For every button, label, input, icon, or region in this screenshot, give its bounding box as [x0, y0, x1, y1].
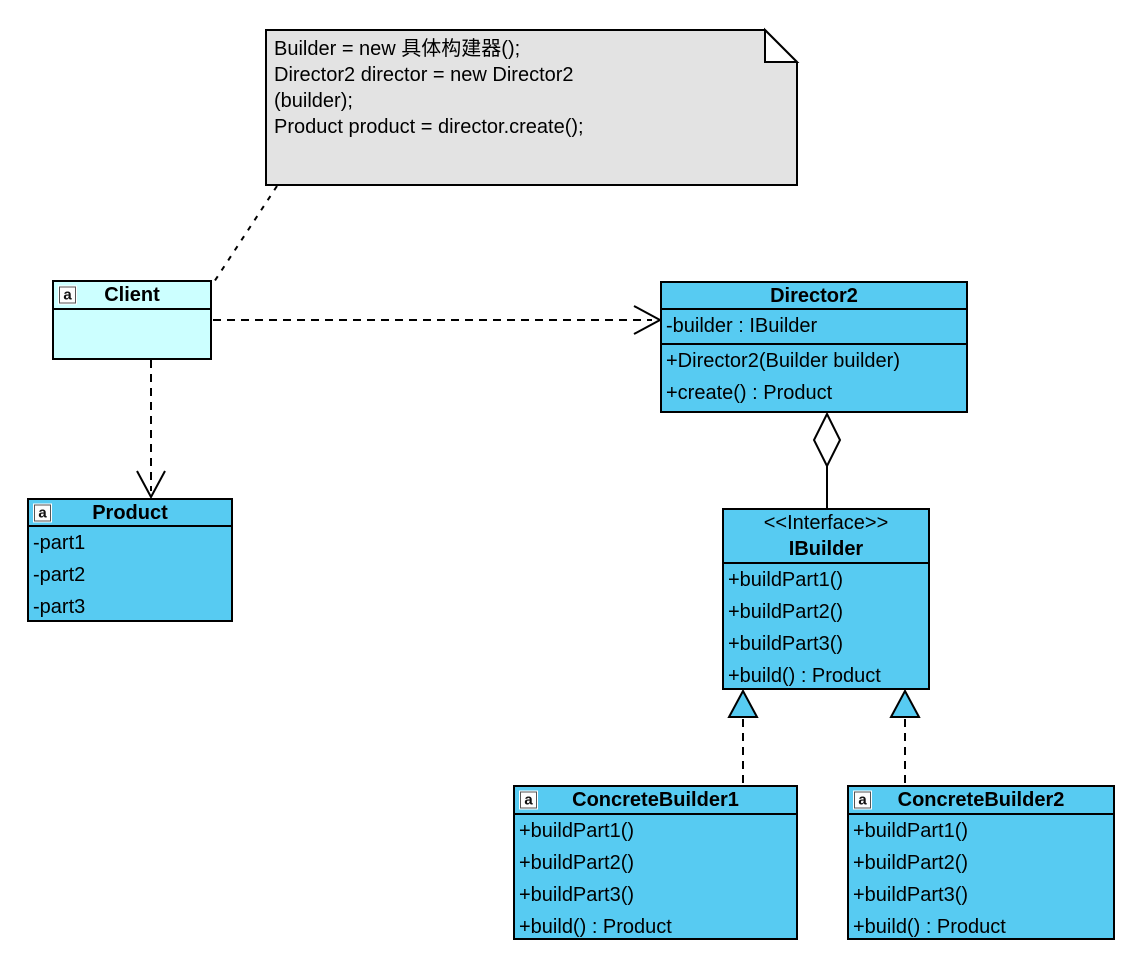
class-marker-icon: a — [854, 791, 871, 809]
note-box[interactable] — [265, 27, 800, 186]
class-product[interactable]: a Product -part1 -part2 -part3 — [27, 498, 233, 622]
note-line: Builder = new 具体构建器(); — [274, 38, 521, 60]
open-arrowhead-icon — [136, 470, 166, 500]
note-line: (builder); — [274, 90, 353, 112]
note-body-shape — [265, 29, 798, 186]
class-marker-icon: a — [59, 286, 76, 304]
note-line: Product product = director.create(); — [274, 116, 584, 138]
class-ibuilder-header: <<Interface>> IBuilder — [724, 510, 928, 562]
class-marker-icon: a — [34, 504, 51, 521]
class-name: Product — [92, 501, 168, 524]
class-concrete-builder1-header: a ConcreteBuilder1 — [515, 787, 796, 813]
cb1-ibuilder-realization[interactable] — [727, 688, 759, 785]
method: +create() : Product — [666, 382, 833, 404]
class-client[interactable]: a Client — [52, 280, 212, 360]
method: +build() : Product — [519, 916, 672, 938]
note-line: Director2 director = new Director2 — [274, 64, 574, 86]
class-ibuilder[interactable]: <<Interface>> IBuilder +buildPart1() +bu… — [722, 508, 930, 690]
attribute: -part2 — [33, 564, 86, 586]
class-director2-attributes: -builder : IBuilder — [662, 308, 966, 343]
class-name: ConcreteBuilder2 — [897, 789, 1065, 811]
method: +build() : Product — [853, 916, 1006, 938]
class-concrete-builder2-methods: +buildPart1() +buildPart2() +buildPart3(… — [849, 813, 1113, 938]
class-concrete-builder1[interactable]: a ConcreteBuilder1 +buildPart1() +buildP… — [513, 785, 798, 940]
method: +buildPart2() — [519, 852, 635, 874]
realization-triangle-icon — [889, 688, 921, 718]
class-stereotype: <<Interface>> — [763, 512, 889, 534]
method: +buildPart1() — [728, 569, 844, 591]
method: +buildPart2() — [728, 601, 844, 623]
method: +buildPart3() — [853, 884, 969, 906]
class-concrete-builder1-methods: +buildPart1() +buildPart2() +buildPart3(… — [515, 813, 796, 938]
client-director2-dependency[interactable] — [213, 305, 663, 335]
class-name: ConcreteBuilder1 — [572, 789, 739, 811]
attribute: -builder : IBuilder — [666, 315, 818, 337]
realization-triangle-icon — [727, 688, 759, 718]
note-fold-icon — [764, 27, 800, 63]
class-name: IBuilder — [788, 538, 864, 560]
aggregation-diamond-icon — [812, 411, 842, 469]
class-product-attributes: -part1 -part2 -part3 — [29, 525, 231, 620]
method: +buildPart2() — [853, 852, 969, 874]
note-anchor-line[interactable] — [213, 185, 278, 283]
method: +Director2(Builder builder) — [666, 350, 900, 372]
method: +buildPart1() — [853, 820, 969, 842]
director2-ibuilder-aggregation[interactable] — [812, 411, 842, 508]
class-product-header: a Product — [29, 500, 231, 525]
method: +buildPart1() — [519, 820, 635, 842]
class-client-body — [54, 308, 210, 358]
class-marker-icon: a — [520, 791, 537, 809]
class-director2-header: Director2 — [662, 283, 966, 308]
class-ibuilder-methods: +buildPart1() +buildPart2() +buildPart3(… — [724, 562, 928, 688]
method: +build() : Product — [728, 665, 881, 687]
attribute: -part3 — [33, 596, 86, 618]
attribute: -part1 — [33, 532, 86, 554]
cb2-ibuilder-realization[interactable] — [889, 688, 921, 785]
class-name: Director2 — [770, 284, 858, 307]
class-name: Client — [104, 284, 160, 306]
class-concrete-builder2-header: a ConcreteBuilder2 — [849, 787, 1113, 813]
note-text: Builder = new 具体构建器(); Director2 directo… — [274, 36, 766, 140]
client-product-dependency[interactable] — [136, 360, 166, 500]
class-director2[interactable]: Director2 -builder : IBuilder +Director2… — [660, 281, 968, 413]
method: +buildPart3() — [728, 633, 844, 655]
class-client-header: a Client — [54, 282, 210, 308]
class-director2-methods: +Director2(Builder builder) +create() : … — [662, 343, 966, 411]
method: +buildPart3() — [519, 884, 635, 906]
class-concrete-builder2[interactable]: a ConcreteBuilder2 +buildPart1() +buildP… — [847, 785, 1115, 940]
